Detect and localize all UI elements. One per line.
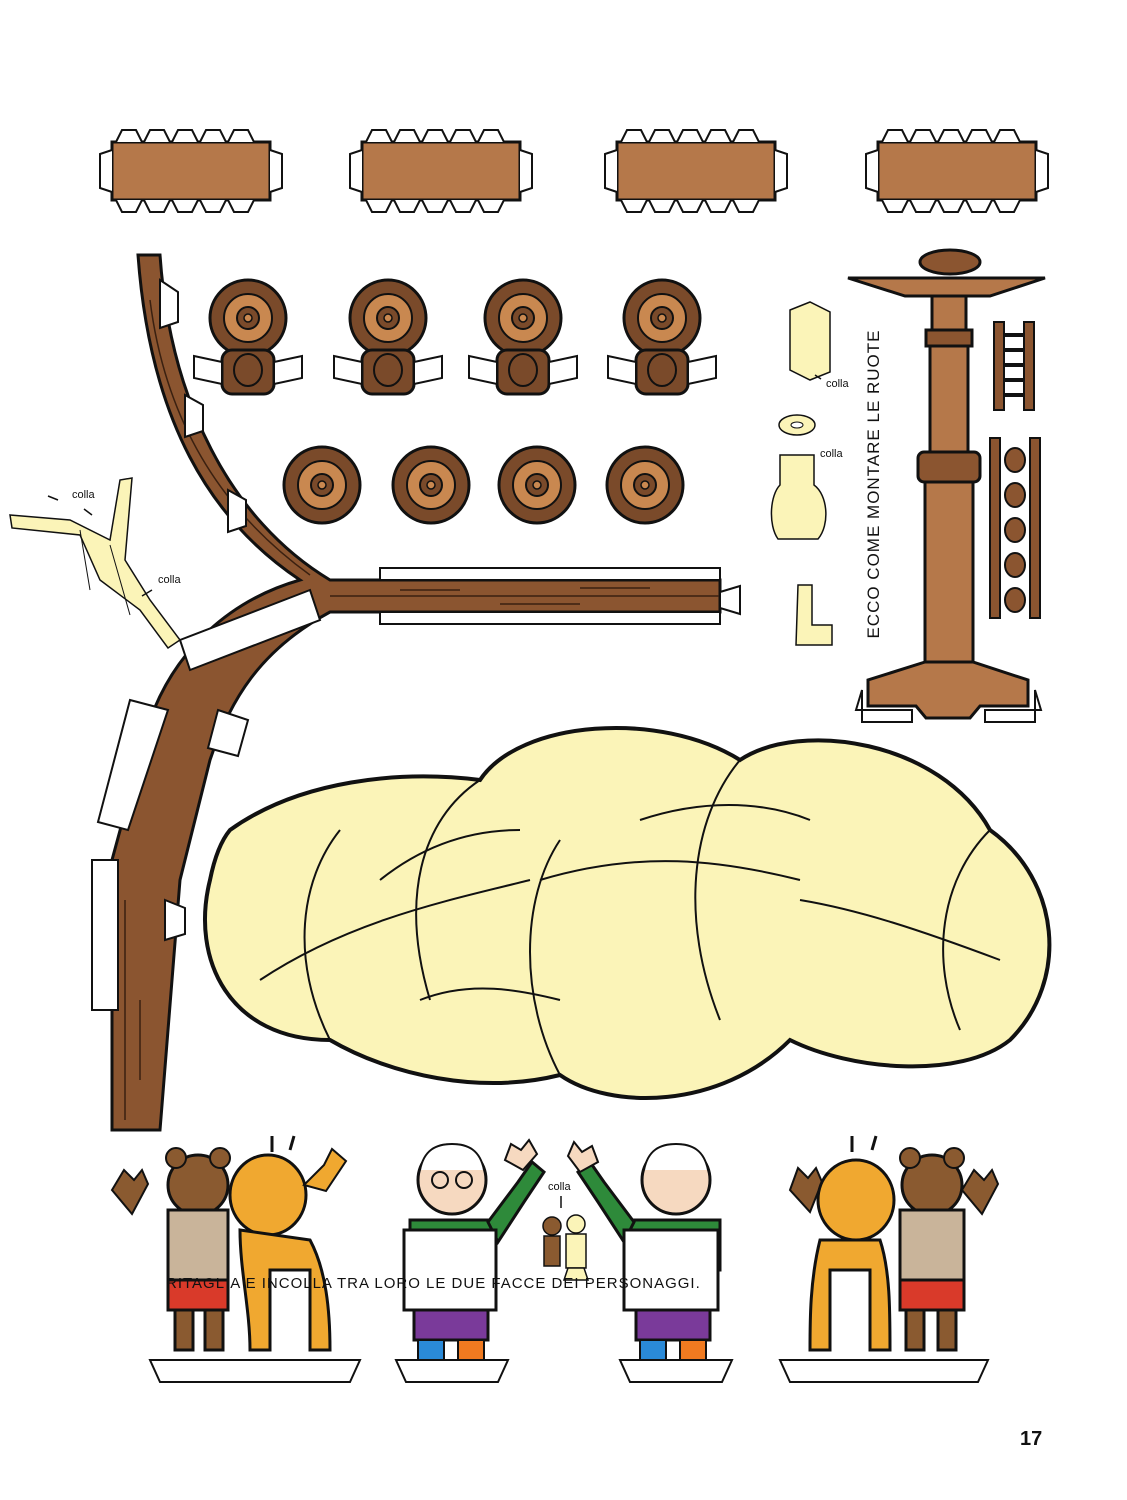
glue-label-character: colla (548, 1181, 572, 1193)
plank-2 (348, 128, 534, 214)
mast-cutout (847, 248, 1046, 723)
page-number: 17 (1020, 1428, 1043, 1450)
tree-trunk-cutout (91, 253, 741, 1132)
wheel-hub-4 (608, 280, 716, 394)
cheese-cloud-cutout (203, 726, 1052, 1100)
branch-assembly-sketch: colla colla (9, 477, 182, 650)
wheel-4 (605, 445, 685, 525)
glue-label-wheel-2: colla (820, 448, 844, 460)
character-assembly-sketch: colla (542, 1181, 590, 1281)
plank-3 (603, 128, 789, 214)
glue-label-branch-2: colla (158, 574, 182, 586)
wheel-assembly-sketch: colla colla (770, 301, 850, 646)
character-professor-front (394, 1138, 546, 1383)
caption: RITAGLIA E INCOLLA TRA LORO LE DUE FACCE… (166, 1275, 701, 1292)
glue-label-wheel-1: colla (826, 378, 850, 390)
wheel-hub-1 (194, 280, 302, 394)
glue-label-branch-1: colla (72, 489, 96, 501)
plank-4 (864, 128, 1050, 214)
wheel-hub-2 (334, 280, 442, 394)
character-bear-dog-back (778, 1135, 1000, 1383)
wheel-3 (497, 445, 577, 525)
character-professor-back (566, 1140, 734, 1383)
wheel-hub-3 (469, 280, 577, 394)
wheel-2 (391, 445, 471, 525)
railing-cutout (989, 437, 1041, 619)
wheel-instructions-label: ECCO COME MONTARE LE RUOTE (864, 312, 883, 652)
wheel-1 (282, 445, 362, 525)
wheel-instructions-text: ECCO COME MONTARE LE RUOTE (864, 329, 883, 639)
plank-1 (98, 128, 284, 214)
ladder-cutout (993, 321, 1035, 411)
character-bear-dog-front (110, 1135, 362, 1383)
